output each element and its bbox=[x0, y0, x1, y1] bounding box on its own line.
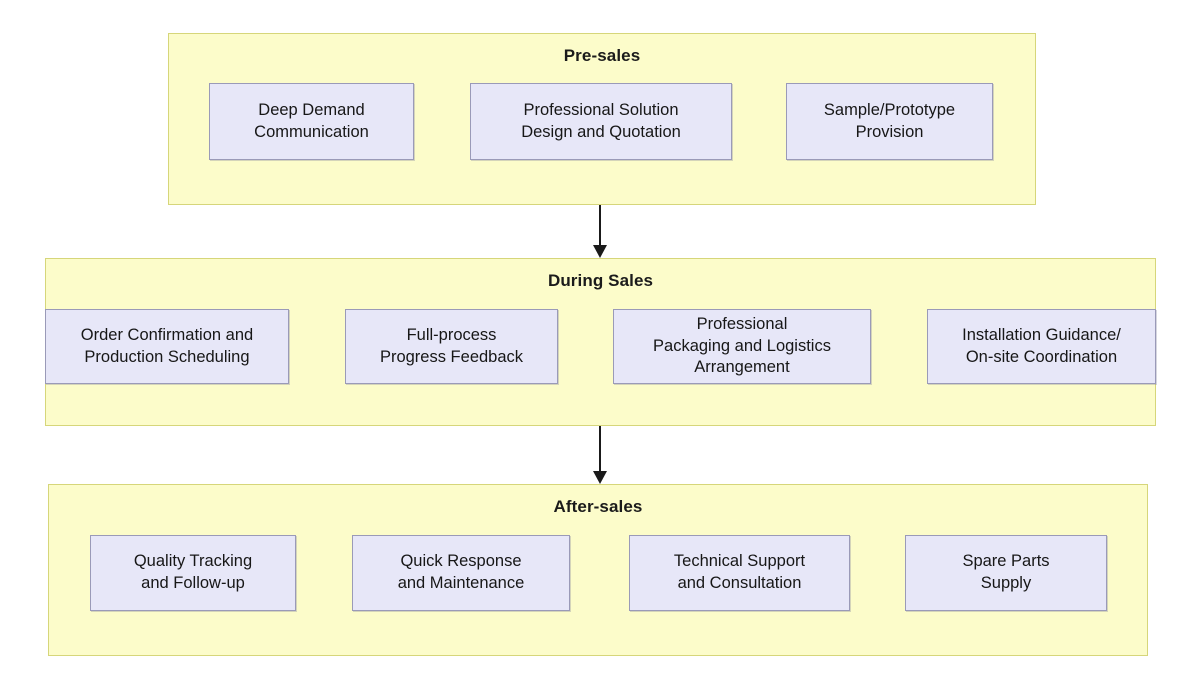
arrow-head bbox=[593, 471, 607, 484]
arrow-head bbox=[593, 245, 607, 258]
item-label: Technical Support and Consultation bbox=[673, 552, 806, 592]
item-label: Professional Solution Design and Quotati… bbox=[521, 100, 681, 141]
item-label: Professional Packaging and Logistics Arr… bbox=[653, 314, 831, 377]
arrow-shaft bbox=[599, 205, 601, 245]
item-box-sample-prototype-provision[interactable]: Sample/Prototype Provision bbox=[786, 83, 993, 160]
item-box-quality-tracking-and-follow-up[interactable]: Quality Tracking and Follow-up bbox=[90, 535, 296, 611]
item-box-deep-demand-communication[interactable]: Deep Demand Communication bbox=[209, 83, 414, 160]
item-label: Spare Parts Supply bbox=[962, 552, 1050, 592]
item-box-installation-guidance-on-site-coordination[interactable]: Installation Guidance/ On-site Coordinat… bbox=[927, 309, 1156, 384]
item-label: Deep Demand Communication bbox=[254, 100, 369, 141]
item-box-order-confirmation-and-production-scheduling[interactable]: Order Confirmation and Production Schedu… bbox=[45, 309, 289, 384]
item-label: Full-process Progress Feedback bbox=[379, 325, 524, 366]
item-box-professional-packaging-and-logistics-arrangement[interactable]: Professional Packaging and Logistics Arr… bbox=[613, 309, 871, 384]
arrow-down-icon-during-sales-to-after-sales bbox=[592, 426, 608, 484]
item-label: Quality Tracking and Follow-up bbox=[133, 552, 253, 592]
item-box-spare-parts-supply[interactable]: Spare Parts Supply bbox=[905, 535, 1107, 611]
arrow-down-icon-pre-sales-to-during-sales bbox=[592, 205, 608, 258]
stage-title-during-sales: During Sales bbox=[547, 271, 654, 290]
item-box-professional-solution-design-and-quotation[interactable]: Professional Solution Design and Quotati… bbox=[470, 83, 732, 160]
item-box-technical-support-and-consultation[interactable]: Technical Support and Consultation bbox=[629, 535, 850, 611]
item-box-full-process-progress-feedback[interactable]: Full-process Progress Feedback bbox=[345, 309, 558, 384]
stage-title-pre-sales: Pre-sales bbox=[563, 46, 641, 65]
item-label: Installation Guidance/ On-site Coordinat… bbox=[962, 325, 1121, 366]
arrow-shaft bbox=[599, 426, 601, 471]
item-label: Quick Response and Maintenance bbox=[397, 552, 525, 592]
stage-title-after-sales: After-sales bbox=[553, 497, 643, 516]
item-label: Sample/Prototype Provision bbox=[823, 100, 956, 141]
item-box-quick-response-and-maintenance[interactable]: Quick Response and Maintenance bbox=[352, 535, 570, 611]
item-label: Order Confirmation and Production Schedu… bbox=[80, 325, 254, 366]
